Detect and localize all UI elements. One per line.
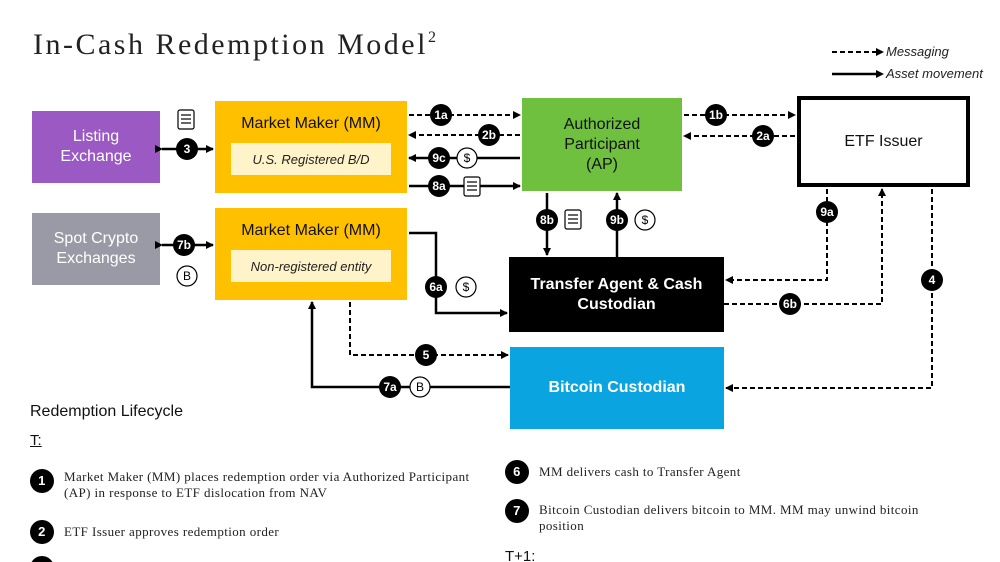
step-badge-9b: 9b <box>606 209 628 231</box>
authorized-participant-box: Authorized Participant (AP) <box>522 98 682 191</box>
mm2-title: Market Maker (MM) <box>241 222 381 239</box>
mm1-title: Market Maker (MM) <box>241 115 381 132</box>
step-badge-6a: 6a <box>425 276 447 298</box>
mm2-subtitle: Non-registered entity <box>231 250 391 282</box>
svg-text:7a: 7a <box>383 380 397 394</box>
lifecycle-step-7: 7 Bitcoin Custodian delivers bitcoin to … <box>505 499 945 534</box>
dollar-icon: $ <box>455 276 477 298</box>
step-badge-1a: 1a <box>430 104 452 126</box>
arrow-6b <box>724 188 886 305</box>
solid-arrow-icon <box>832 70 884 78</box>
step-badge-7b: 7b <box>173 234 195 256</box>
step-number-badge: 1 <box>30 469 54 493</box>
svg-text:3: 3 <box>184 142 191 156</box>
svg-text:B: B <box>183 269 191 283</box>
step-badge-9a: 9a <box>816 201 838 223</box>
svg-text:5: 5 <box>423 348 430 362</box>
dollar-icon: $ <box>634 209 656 231</box>
arrow-6a <box>409 231 508 317</box>
step-badge-8b: 8b <box>536 209 558 231</box>
transfer-agent-box: Transfer Agent & Cash Custodian <box>509 257 724 332</box>
market-maker-registered-box: Market Maker (MM) U.S. Registered B/D <box>215 101 407 193</box>
svg-text:B: B <box>416 380 424 394</box>
step-badge-7a: 7a <box>379 376 401 398</box>
arrow-4 <box>725 189 933 392</box>
dashed-arrow-icon <box>832 48 884 56</box>
bitcoin-custodian-box: Bitcoin Custodian <box>510 347 724 429</box>
svg-text:7b: 7b <box>177 238 191 252</box>
lifecycle-heading: Redemption Lifecycle <box>30 403 183 420</box>
lifecycle-step-2: 2 ETF Issuer approves redemption order <box>30 520 470 544</box>
mm1-subtitle: U.S. Registered B/D <box>231 143 391 175</box>
step-badge-9c: 9c <box>428 147 450 169</box>
svg-text:9b: 9b <box>610 213 624 227</box>
legend-messaging: Messaging <box>830 44 1000 62</box>
document-icon <box>463 176 481 197</box>
document-icon <box>177 109 195 130</box>
svg-text:$: $ <box>463 280 470 294</box>
legend-asset-movement: Asset movement <box>830 66 1000 84</box>
market-maker-nonregistered-box: Market Maker (MM) Non-registered entity <box>215 208 407 300</box>
lifecycle-step-3-partial <box>30 556 470 562</box>
svg-text:9c: 9c <box>432 151 446 165</box>
step-text: ETF Issuer approves redemption order <box>64 524 280 539</box>
step-number-badge <box>30 556 54 562</box>
arrow-7a <box>308 301 510 389</box>
page-title: In-Cash Redemption Model2 <box>33 28 436 61</box>
step-badge-6b: 6b <box>779 293 801 315</box>
svg-text:8a: 8a <box>432 179 446 193</box>
bitcoin-icon: B <box>409 376 431 398</box>
listing-exchange-box: Listing Exchange <box>32 111 160 183</box>
svg-text:2b: 2b <box>482 128 496 142</box>
step-badge-2b: 2b <box>478 124 500 146</box>
svg-text:6a: 6a <box>429 280 443 294</box>
t-label: T: <box>30 432 42 449</box>
etf-issuer-box: ETF Issuer <box>797 96 970 187</box>
spot-crypto-exchanges-box: Spot Crypto Exchanges <box>32 213 160 285</box>
step-number-badge: 7 <box>505 499 529 523</box>
step-badge-4: 4 <box>921 269 943 291</box>
step-text: MM delivers cash to Transfer Agent <box>539 464 741 479</box>
svg-text:2a: 2a <box>756 129 770 143</box>
step-badge-1b: 1b <box>705 104 727 126</box>
svg-text:9a: 9a <box>820 205 834 219</box>
svg-text:1b: 1b <box>709 108 723 122</box>
bitcoin-icon: B <box>176 265 198 287</box>
t1-label: T+1: <box>505 548 536 562</box>
svg-text:6b: 6b <box>783 297 797 311</box>
lifecycle-step-6: 6 MM delivers cash to Transfer Agent <box>505 460 945 484</box>
step-badge-8a: 8a <box>428 175 450 197</box>
step-badge-3: 3 <box>176 138 198 160</box>
lifecycle-step-1: 1 Market Maker (MM) places redemption or… <box>30 469 470 501</box>
step-badge-2a: 2a <box>752 125 774 147</box>
step-text: Bitcoin Custodian delivers bitcoin to MM… <box>539 502 919 533</box>
step-number-badge: 2 <box>30 520 54 544</box>
svg-text:$: $ <box>464 151 471 165</box>
step-badge-5: 5 <box>415 344 437 366</box>
svg-text:$: $ <box>642 213 649 227</box>
svg-text:1a: 1a <box>434 108 448 122</box>
svg-text:4: 4 <box>929 273 936 287</box>
step-text: Market Maker (MM) places redemption orde… <box>64 469 470 500</box>
arrow-5 <box>349 302 509 359</box>
svg-text:8b: 8b <box>540 213 554 227</box>
step-number-badge: 6 <box>505 460 529 484</box>
dollar-icon: $ <box>456 147 478 169</box>
arrow-9a <box>725 189 828 284</box>
document-icon <box>564 209 582 230</box>
